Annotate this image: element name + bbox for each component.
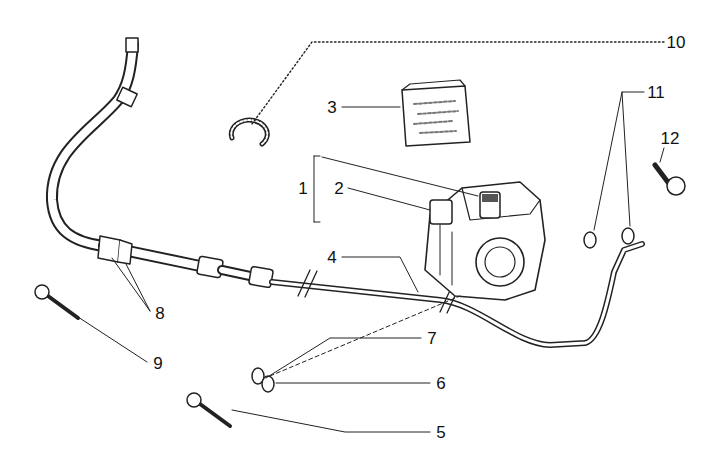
callout-number: 8 [154, 305, 165, 322]
callout-number: 1 [297, 180, 308, 197]
callout-number: 2 [333, 180, 344, 197]
callout-number: 9 [152, 355, 163, 372]
callout-number: 5 [435, 424, 446, 441]
callout-number: 11 [646, 84, 666, 101]
callout-number: 10 [666, 34, 687, 51]
callout-number: 6 [435, 375, 446, 392]
callout-number: 4 [326, 249, 337, 266]
callout-number: 7 [426, 330, 437, 347]
callout-number: 12 [660, 130, 681, 147]
callout-number: 3 [326, 99, 337, 116]
